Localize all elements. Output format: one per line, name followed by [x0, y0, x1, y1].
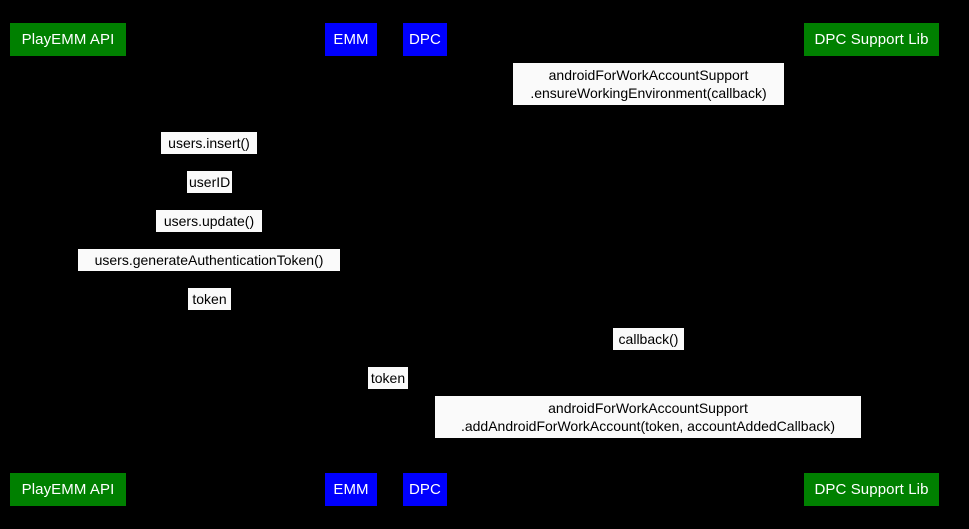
actor-label: PlayEMM API — [21, 31, 115, 48]
message-line: token — [192, 291, 227, 307]
actor-label: DPC Support Lib — [814, 481, 929, 498]
lifeline-emm — [351, 56, 352, 473]
message-line: users.update() — [163, 213, 255, 229]
actor-playemm-api-top[interactable]: PlayEMM API — [10, 23, 126, 56]
actor-label: PlayEMM API — [21, 481, 115, 498]
message-label-token-to-emm[interactable]: token — [188, 288, 231, 310]
message-label-add-android-for-work-account[interactable]: androidForWorkAccountSupport .addAndroidF… — [435, 396, 861, 438]
actor-label: EMM — [333, 31, 369, 48]
message-line: .addAndroidForWorkAccount(token, account… — [460, 418, 836, 434]
message-line: users.generateAuthenticationToken() — [94, 252, 324, 268]
actor-dpc-bottom[interactable]: DPC — [403, 473, 447, 506]
actor-label: DPC Support Lib — [814, 31, 929, 48]
message-label-users-generate-authentication-token[interactable]: users.generateAuthenticationToken() — [78, 249, 340, 271]
message-label-user-id[interactable]: userID — [187, 171, 232, 193]
actor-label: DPC — [409, 481, 441, 498]
message-line: users.insert() — [168, 135, 250, 151]
message-line: userID — [189, 174, 231, 190]
message-label-ensure-working-environment[interactable]: androidForWorkAccountSupport .ensureWorki… — [513, 63, 784, 105]
actor-dpc-support-lib-bottom[interactable]: DPC Support Lib — [804, 473, 939, 506]
actor-dpc-support-lib-top[interactable]: DPC Support Lib — [804, 23, 939, 56]
message-label-users-insert[interactable]: users.insert() — [161, 132, 257, 154]
lifeline-dpc — [425, 56, 426, 473]
actor-emm-top[interactable]: EMM — [325, 23, 377, 56]
message-line: .ensureWorkingEnvironment(callback) — [530, 85, 767, 101]
message-label-callback[interactable]: callback() — [613, 328, 684, 350]
message-line: token — [370, 370, 406, 386]
actor-playemm-api-bottom[interactable]: PlayEMM API — [10, 473, 126, 506]
message-line: androidForWorkAccountSupport — [548, 400, 748, 416]
actor-label: EMM — [333, 481, 369, 498]
message-label-users-update[interactable]: users.update() — [156, 210, 262, 232]
message-line: androidForWorkAccountSupport — [548, 67, 749, 83]
message-line: callback() — [618, 331, 679, 347]
actor-label: DPC — [409, 31, 441, 48]
lifeline-playemm-api — [68, 56, 69, 473]
actor-dpc-top[interactable]: DPC — [403, 23, 447, 56]
actor-emm-bottom[interactable]: EMM — [325, 473, 377, 506]
message-label-token-to-dpc[interactable]: token — [368, 367, 408, 389]
lifeline-dpc-support-lib — [871, 56, 872, 473]
